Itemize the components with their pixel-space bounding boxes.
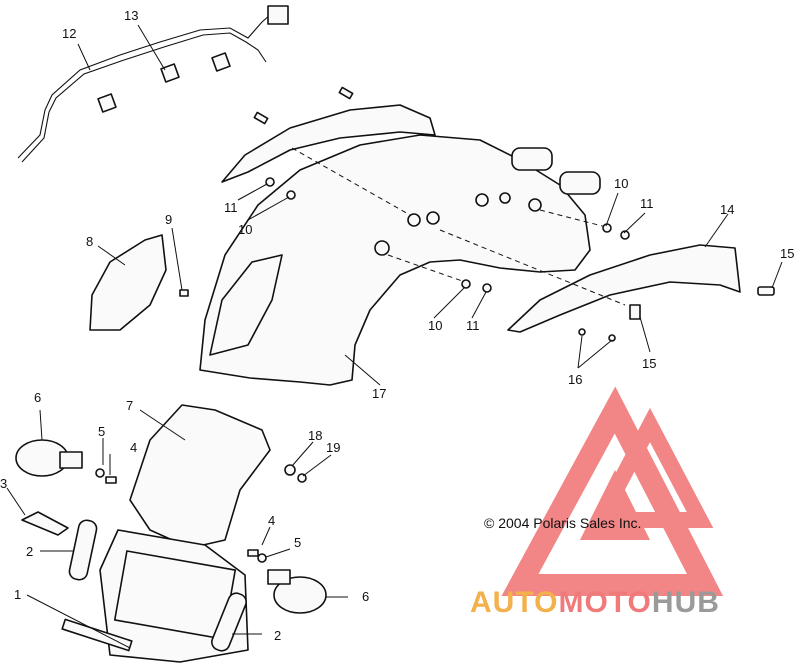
callout-11b: 11 bbox=[466, 318, 480, 333]
fasteners bbox=[179, 86, 775, 342]
callout-4b: 4 bbox=[268, 513, 275, 528]
callout-12: 12 bbox=[62, 26, 76, 41]
watermark-hub: HUB bbox=[652, 586, 720, 619]
callout-16: 16 bbox=[568, 372, 582, 387]
callout-13: 13 bbox=[124, 8, 138, 23]
callout-2a: 2 bbox=[26, 544, 33, 559]
callout-labels: 1 2 2 3 4 4 5 5 6 6 7 8 9 10 10 10 11 11… bbox=[0, 8, 794, 643]
callout-19: 19 bbox=[326, 440, 340, 455]
callout-14: 14 bbox=[720, 202, 734, 217]
callout-15b: 15 bbox=[642, 356, 656, 371]
callout-6b: 6 bbox=[362, 589, 369, 604]
callout-10c: 10 bbox=[614, 176, 628, 191]
copyright-text: © 2004 Polaris Sales Inc. bbox=[484, 515, 641, 531]
watermark-auto: AUTO bbox=[470, 586, 558, 619]
reflector-left bbox=[68, 519, 98, 581]
callout-1: 1 bbox=[14, 587, 21, 602]
mount-plate bbox=[21, 511, 69, 536]
callout-5a: 5 bbox=[98, 424, 105, 439]
callout-11a: 11 bbox=[224, 200, 238, 215]
callout-4a: 4 bbox=[130, 440, 137, 455]
turn-signal-right bbox=[273, 576, 327, 614]
callout-2b: 2 bbox=[274, 628, 281, 643]
reflector-right bbox=[211, 592, 247, 652]
license-bracket bbox=[99, 404, 271, 663]
callout-10b: 10 bbox=[428, 318, 442, 333]
plate-light-lens bbox=[61, 618, 133, 652]
callout-8: 8 bbox=[86, 234, 93, 249]
watermark-logo-icon bbox=[501, 386, 724, 596]
leader-lines bbox=[6, 24, 783, 649]
callout-17: 17 bbox=[372, 386, 386, 401]
watermark-brand: AUTOMOTOHUB bbox=[470, 586, 720, 619]
assembly-lines bbox=[291, 147, 626, 306]
callout-10a: 10 bbox=[238, 222, 252, 237]
callout-5b: 5 bbox=[294, 535, 301, 550]
watermark-moto: MOTO bbox=[558, 586, 651, 619]
callout-9: 9 bbox=[165, 212, 172, 227]
wiring-harness bbox=[17, 5, 289, 163]
callout-6a: 6 bbox=[34, 390, 41, 405]
fender-rail bbox=[221, 104, 741, 333]
callout-3: 3 bbox=[0, 476, 7, 491]
rear-fender bbox=[199, 134, 601, 386]
side-lamp bbox=[89, 234, 167, 331]
callout-15a: 15 bbox=[780, 246, 794, 261]
callout-11c: 11 bbox=[640, 196, 654, 211]
callout-18: 18 bbox=[308, 428, 322, 443]
callout-7: 7 bbox=[126, 398, 133, 413]
